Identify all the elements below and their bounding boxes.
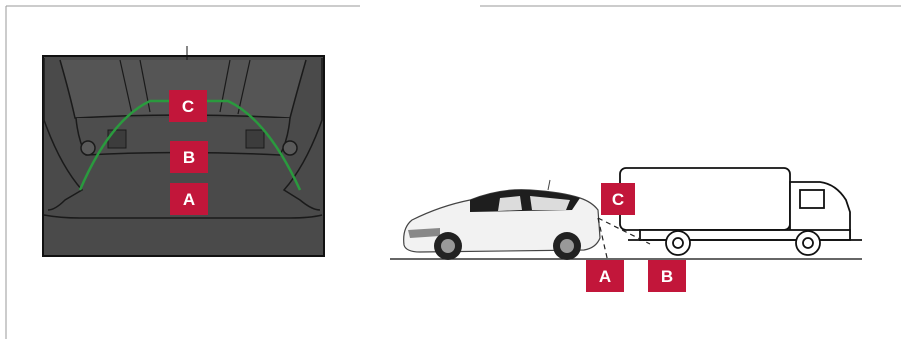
label-b-text: B: [183, 148, 195, 167]
label-c: C: [169, 90, 207, 122]
side-label-b-text: B: [661, 267, 673, 286]
label-a: A: [170, 183, 208, 215]
left-sensor: [81, 141, 95, 155]
side-label-a: A: [586, 260, 624, 292]
truck-icon: [620, 168, 862, 255]
label-c-text: C: [182, 97, 194, 116]
side-label-c: C: [601, 183, 635, 215]
side-label-a-text: A: [599, 267, 611, 286]
rear-camera-view: C B A: [43, 46, 324, 256]
side-label-b: B: [648, 260, 686, 292]
side-label-c-text: C: [612, 190, 624, 209]
side-view: C A B: [390, 168, 862, 292]
right-sensor: [283, 141, 297, 155]
label-b: B: [170, 141, 208, 173]
car-icon: [404, 180, 600, 260]
label-a-text: A: [183, 190, 195, 209]
